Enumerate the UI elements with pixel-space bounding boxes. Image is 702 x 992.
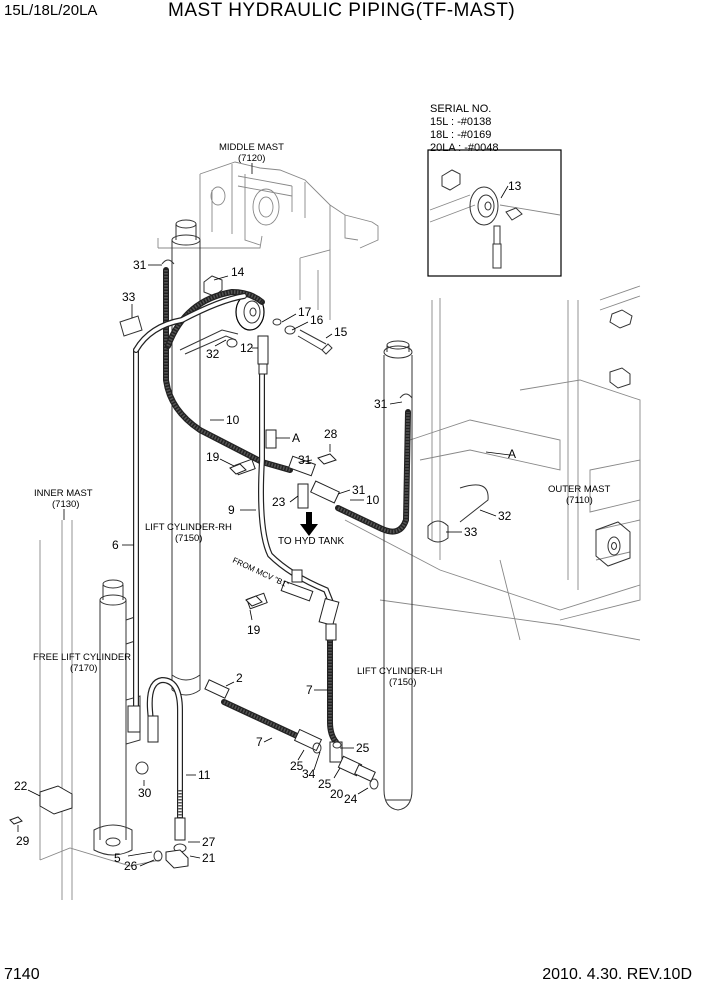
callout: 10 (226, 413, 240, 427)
hose-7-vertical (327, 637, 339, 745)
free-lift-cyl-label: FREE LIFT CYLINDER (33, 652, 131, 663)
callout: A (292, 431, 300, 445)
callout: 19 (247, 623, 261, 637)
callouts: 13 31 14 33 17 16 15 32 12 10 A 28 19 31… (14, 179, 522, 873)
lift-cyl-rh-code: (7150) (175, 533, 202, 544)
inner-mast-frame: INNER MAST (7130) (34, 488, 161, 900)
page-title: MAST HYDRAULIC PIPING(TF-MAST) (168, 0, 516, 21)
hose-10-rh (163, 267, 293, 473)
middle-mast-label: MIDDLE MAST (219, 142, 284, 153)
callout: 30 (138, 786, 152, 800)
callout: 28 (324, 427, 338, 441)
to-hyd-tank-label: TO HYD TANK (278, 536, 344, 547)
callout: 10 (366, 493, 380, 507)
callout: 29 (16, 834, 30, 848)
callout: 6 (112, 538, 119, 552)
revision-date: 2010. 4.30. REV.10D (542, 966, 692, 983)
lift-cyl-rh-label: LIFT CYLINDER-RH (145, 522, 232, 533)
callout: 33 (122, 290, 136, 304)
callout: 24 (344, 792, 358, 806)
callout: 23 (272, 495, 286, 509)
lift-cyl-lh-code: (7150) (389, 677, 416, 688)
callout: 19 (206, 450, 220, 464)
page-number: 7140 (4, 966, 40, 983)
callout: 2 (236, 671, 243, 685)
callout: 11 (198, 768, 211, 782)
callout: 9 (228, 503, 235, 517)
from-mcv-label-group: FROM MCV "B1" (231, 556, 290, 590)
hose-10-lh (335, 409, 411, 535)
free-lift-cylinder: FREE LIFT CYLINDER (7170) (33, 579, 141, 856)
serial-title: SERIAL NO. (430, 103, 491, 115)
free-lift-cyl-code: (7170) (70, 663, 97, 674)
callout: 31 (352, 483, 366, 497)
callout: 7 (306, 683, 313, 697)
lift-cyl-lh-label: LIFT CYLINDER-LH (357, 666, 442, 677)
middle-mast-frame: MIDDLE MAST (7120) (157, 142, 379, 320)
callout: 7 (256, 735, 263, 749)
hose-7-horizontal (221, 699, 313, 745)
callout: 14 (231, 265, 245, 279)
outer-mast-code: (7110) (566, 495, 593, 506)
callout: 12 (240, 341, 254, 355)
callout: 31 (133, 258, 147, 272)
callout: 5 (114, 851, 121, 865)
model-code: 15L/18L/20LA (4, 2, 98, 19)
callout: 22 (14, 779, 28, 793)
from-mcv-label: FROM MCV "B1" (231, 556, 290, 590)
middle-mast-code: (7120) (238, 153, 265, 164)
callout: 20 (330, 787, 344, 801)
inner-mast-label: INNER MAST (34, 488, 93, 499)
lift-cylinder-lh: LIFT CYLINDER-LH (7150) (357, 340, 442, 811)
inner-mast-code: (7130) (52, 499, 79, 510)
callout: 31 (374, 397, 388, 411)
callout: 25 (356, 741, 370, 755)
hose-9 (258, 367, 337, 613)
callout: 17 (298, 305, 312, 319)
callout: 34 (302, 767, 316, 781)
callout: 26 (124, 859, 138, 873)
callout: 25 (290, 759, 304, 773)
callout: 27 (202, 835, 216, 849)
callout: 16 (310, 313, 324, 327)
serial-line-18l: 18L : -#0169 (430, 129, 491, 141)
hose-11 (146, 676, 183, 826)
callout: 33 (464, 525, 478, 539)
outer-mast-frame: OUTER MAST (7110) (344, 285, 641, 641)
fittings (9, 259, 489, 869)
callout: 21 (202, 851, 216, 865)
callout: 32 (498, 509, 512, 523)
serial-detail-box: SERIAL NO. 15L : -#0138 18L : -#0169 20L… (427, 103, 562, 277)
outer-mast-label: OUTER MAST (548, 484, 610, 495)
callout: 13 (508, 179, 522, 193)
hose-6 (133, 293, 247, 723)
callout: A (508, 447, 516, 461)
serial-line-15l: 15L : -#0138 (430, 116, 491, 128)
serial-line-20la: 20LA : -#0048 (430, 142, 499, 154)
callout: 32 (206, 347, 220, 361)
callout: 25 (318, 777, 332, 791)
to-hyd-tank-arrow: TO HYD TANK (278, 512, 344, 547)
callout: 15 (334, 325, 348, 339)
callout: 31 (298, 453, 312, 467)
